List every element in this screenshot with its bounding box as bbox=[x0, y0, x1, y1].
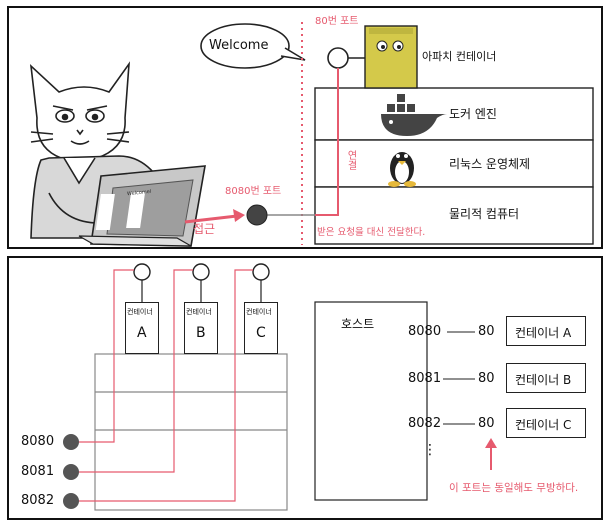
apache-box-lid bbox=[369, 28, 413, 34]
physical-computer-label: 물리적 컴퓨터 bbox=[449, 207, 520, 221]
container-b-caption: 컨테이너 bbox=[186, 308, 212, 316]
container-a-caption: 컨테이너 bbox=[127, 308, 153, 316]
route-8080-line bbox=[75, 269, 134, 443]
container-b-letter: B bbox=[196, 325, 206, 341]
host-box bbox=[314, 301, 428, 501]
mapping-container-box: 컨테이너 A bbox=[506, 316, 586, 346]
forward-connection-line bbox=[315, 68, 339, 216]
port-8080-circle bbox=[246, 204, 268, 226]
container-host-block bbox=[94, 353, 288, 511]
container-b-box: 컨테이너 B bbox=[184, 302, 218, 354]
apache-container-box bbox=[364, 25, 418, 89]
relay-note: 받은 요청을 대신 전달한다. bbox=[317, 227, 426, 238]
host-port-8080-dot bbox=[63, 434, 79, 450]
laptop-illustration bbox=[78, 165, 206, 247]
port-80-label: 80번 포트 bbox=[315, 16, 359, 27]
speech-bubble bbox=[200, 23, 290, 69]
mapping-host-port: 8081 bbox=[408, 371, 442, 386]
apache-container-label: 아파치 컨테이너 bbox=[422, 50, 497, 63]
access-label: 접근 bbox=[193, 222, 216, 236]
mapping-host-port: 8082 bbox=[408, 416, 442, 431]
container-c-port-circle bbox=[252, 263, 270, 281]
host-port-label: 8081 bbox=[21, 464, 55, 479]
docker-engine-layer bbox=[314, 87, 594, 141]
mapping-container-name: 컨테이너 B bbox=[515, 373, 572, 387]
route-8081-line bbox=[75, 269, 193, 473]
mapping-container-name: 컨테이너 C bbox=[515, 418, 572, 432]
connect-label: 연결 bbox=[345, 150, 356, 170]
mapping-container-box: 컨테이너 B bbox=[506, 363, 586, 393]
speech-bubble-tail bbox=[280, 47, 306, 61]
port-80-circle bbox=[327, 47, 349, 69]
container-b-port-circle bbox=[192, 263, 210, 281]
container-c-caption: 컨테이너 bbox=[246, 308, 272, 316]
linux-penguin-icon bbox=[388, 152, 416, 187]
top-panel-drawing bbox=[29, 22, 594, 247]
access-arrow bbox=[184, 214, 238, 224]
container-c-box: 컨테이너 C bbox=[244, 302, 278, 354]
host-port-8081-dot bbox=[63, 464, 79, 480]
host-port-8082-dot bbox=[63, 493, 79, 509]
port-8080-label: 8080번 포트 bbox=[225, 186, 282, 197]
mapping-container-port: 80 bbox=[478, 371, 495, 386]
same-port-note: 이 포트는 동일해도 무방하다. bbox=[449, 482, 579, 494]
mapping-container-port: 80 bbox=[478, 324, 495, 339]
bottom-panel: 컨테이너 A 컨테이너 B 컨테이너 C 8080 8081 8082 호스트 … bbox=[7, 256, 603, 520]
mapping-host-port: 8080 bbox=[408, 324, 442, 339]
docker-whale-icon bbox=[381, 94, 447, 136]
access-arrow-head bbox=[233, 209, 245, 222]
container-a-box: 컨테이너 A bbox=[125, 302, 159, 354]
host-label: 호스트 bbox=[341, 317, 375, 331]
route-8082-line bbox=[75, 269, 253, 502]
container-a-port-circle bbox=[133, 263, 151, 281]
host-port-label: 8080 bbox=[21, 434, 55, 449]
mapping-container-port: 80 bbox=[478, 416, 495, 431]
note-arrow-head bbox=[485, 438, 497, 448]
host-port-label: 8082 bbox=[21, 493, 55, 508]
mapping-container-box: 컨테이너 C bbox=[506, 408, 586, 438]
mapping-container-name: 컨테이너 A bbox=[515, 326, 572, 340]
container-a-letter: A bbox=[137, 325, 147, 341]
more-rows-ellipsis: ⋮ bbox=[423, 442, 437, 458]
bottom-panel-drawing bbox=[63, 263, 497, 511]
physical-computer-layer bbox=[314, 186, 594, 245]
top-panel: Welcome 80번 포트 아파치 컨테이너 도커 엔진 리눅스 운영체제 물… bbox=[7, 6, 603, 249]
container-c-letter: C bbox=[256, 325, 266, 341]
docker-engine-label: 도커 엔진 bbox=[449, 107, 497, 121]
linux-os-label: 리눅스 운영체제 bbox=[449, 157, 531, 171]
